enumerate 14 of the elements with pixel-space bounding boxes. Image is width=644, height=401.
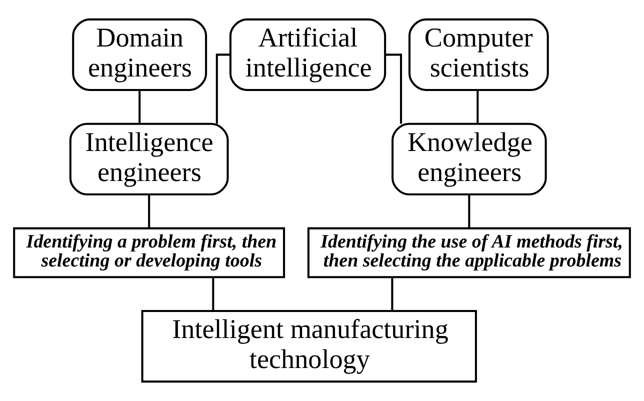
node-box: Identifying the use of AI methods first, then selecting the applicable problems	[307, 227, 631, 278]
connector	[476, 90, 479, 124]
node-box: Artificial intelligence	[229, 18, 386, 91]
connector	[212, 277, 214, 311]
node-box: Computer scientists	[408, 18, 549, 91]
node-box: Knowledge engineers	[392, 122, 547, 196]
connector	[148, 194, 150, 228]
connector	[391, 277, 394, 311]
node-box: Intelligence engineers	[69, 122, 229, 196]
connector	[468, 194, 470, 228]
connector	[138, 90, 141, 124]
node-box: Identifying a problem first, then selecting or developing tools	[13, 227, 286, 278]
node-box: Domain engineers	[72, 18, 208, 91]
node-box: Intelligent manufacturing technology	[141, 310, 477, 383]
